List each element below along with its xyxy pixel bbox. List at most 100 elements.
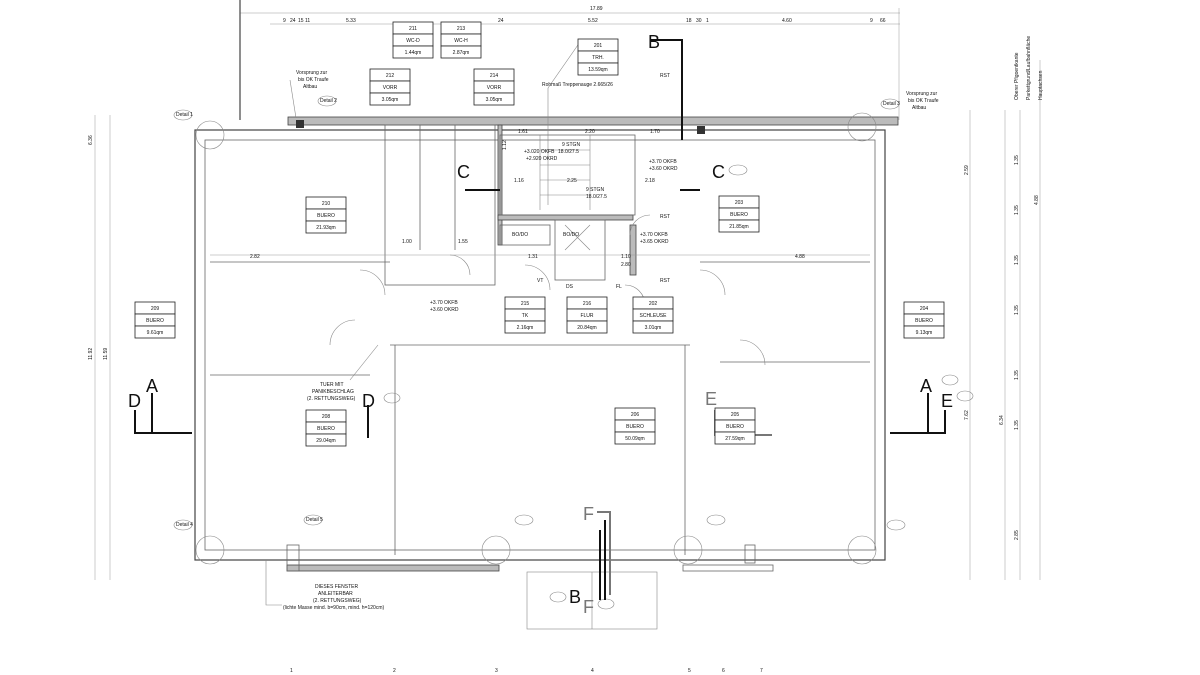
room-name: VORR bbox=[383, 85, 398, 91]
room-num: 204 bbox=[920, 306, 929, 312]
svg-text:Oberer Pfigoentkante: Oberer Pfigoentkante bbox=[1014, 52, 1020, 100]
svg-text:PANIKBESCHLAG: PANIKBESCHLAG bbox=[312, 389, 354, 395]
room-name: WC-H bbox=[454, 38, 468, 44]
svg-text:2.18: 2.18 bbox=[645, 178, 655, 184]
svg-text:1.61: 1.61 bbox=[518, 129, 528, 135]
svg-text:+3.70 OKFB: +3.70 OKFB bbox=[649, 159, 677, 165]
svg-text:+3.020 OKFB: +3.020 OKFB bbox=[524, 149, 555, 155]
room-area: 3.05qm bbox=[486, 97, 503, 103]
svg-text:18.0/27.5: 18.0/27.5 bbox=[586, 194, 607, 200]
section-letter-f-top: F bbox=[583, 504, 594, 524]
room-area: 27.59qm bbox=[725, 436, 744, 442]
svg-text:Detail 1: Detail 1 bbox=[176, 112, 193, 118]
room-name: BUERO bbox=[626, 424, 644, 430]
room-stamps: 211WC-D1.44qm213WC-H2.87qm201TRH.13.59qm… bbox=[134, 21, 945, 447]
svg-text:+3.60 OKRD: +3.60 OKRD bbox=[430, 307, 459, 313]
room-num: 201 bbox=[594, 43, 603, 49]
room-area: 2.16qm bbox=[517, 325, 534, 331]
room-name: SCHLEUSE bbox=[640, 313, 668, 319]
right-dimension-chain: Oberer Pfigoentkante Parkettgrund/Laufba… bbox=[964, 36, 1044, 580]
room-area: 3.01qm bbox=[645, 325, 662, 331]
section-letter-c-left: C bbox=[457, 162, 470, 182]
svg-text:+3.65 OKRD: +3.65 OKRD bbox=[640, 239, 669, 245]
svg-text:Vorsprung zur: Vorsprung zur bbox=[906, 91, 937, 97]
svg-text:2: 2 bbox=[393, 668, 396, 674]
room-area: 21.85qm bbox=[729, 224, 748, 230]
svg-text:Parkettgrund/Laufbahnfläche: Parkettgrund/Laufbahnfläche bbox=[1026, 36, 1032, 100]
columns bbox=[195, 112, 877, 565]
room-num: 216 bbox=[583, 301, 592, 307]
room-num: 212 bbox=[386, 73, 395, 79]
room-name: BUERO bbox=[915, 318, 933, 324]
svg-text:11.59: 11.59 bbox=[103, 348, 109, 360]
room-name: BUERO bbox=[726, 424, 744, 430]
annotations: Vorsprung zur bis OK Traufe Altbau Vorsp… bbox=[265, 41, 939, 611]
room-name: BUERO bbox=[146, 318, 164, 324]
svg-text:9: 9 bbox=[283, 18, 286, 24]
room-num: 206 bbox=[631, 412, 640, 418]
svg-text:4: 4 bbox=[591, 668, 594, 674]
svg-text:Vorsprung zur: Vorsprung zur bbox=[296, 70, 327, 76]
left-dimension-chain: 6.36 11.92 11.59 bbox=[88, 115, 111, 580]
outer-walls bbox=[194, 0, 899, 561]
room-area: 9.61qm bbox=[147, 330, 164, 336]
room-area: 9.13qm bbox=[916, 330, 933, 336]
room-num: 215 bbox=[521, 301, 530, 307]
svg-text:4.60: 4.60 bbox=[782, 18, 792, 24]
svg-text:Altbau: Altbau bbox=[912, 105, 926, 111]
room-name: WC-D bbox=[406, 38, 420, 44]
room-num: 209 bbox=[151, 306, 160, 312]
svg-text:11: 11 bbox=[305, 18, 310, 24]
svg-text:bis OK Traufe: bis OK Traufe bbox=[908, 98, 939, 104]
room-name: FLUR bbox=[580, 313, 593, 319]
svg-text:1.35: 1.35 bbox=[1014, 205, 1020, 215]
svg-text:1.35: 1.35 bbox=[1014, 370, 1020, 380]
svg-text:4.88: 4.88 bbox=[795, 254, 805, 260]
room-num: 208 bbox=[322, 414, 331, 420]
svg-text:1.10: 1.10 bbox=[621, 254, 631, 260]
room-name: TRH. bbox=[592, 55, 604, 61]
svg-text:FL: FL bbox=[616, 284, 622, 290]
section-letter-a-right: A bbox=[920, 376, 932, 396]
room-area: 2.87qm bbox=[453, 50, 470, 56]
svg-text:RST: RST bbox=[660, 278, 670, 284]
svg-text:1.70: 1.70 bbox=[650, 129, 660, 135]
svg-text:VT: VT bbox=[537, 278, 543, 284]
svg-text:6.34: 6.34 bbox=[999, 415, 1005, 425]
svg-text:+2.920 OKRD: +2.920 OKRD bbox=[526, 156, 558, 162]
svg-text:1: 1 bbox=[706, 18, 709, 24]
svg-text:Hauptachsen: Hauptachsen bbox=[1038, 70, 1044, 100]
svg-text:5: 5 bbox=[688, 668, 691, 674]
top-dimension-chain: 17.89 9 24 15 11 5.33 24 5.52 18 30 1 4.… bbox=[239, 0, 900, 120]
room-num: 210 bbox=[322, 201, 331, 207]
svg-text:18: 18 bbox=[686, 18, 692, 24]
detail-markers: Detail 1 Detail 2 Detail 3 Detail 4 Deta… bbox=[173, 95, 974, 610]
svg-text:18.0/27.5: 18.0/27.5 bbox=[558, 149, 579, 155]
room-num: 202 bbox=[649, 301, 658, 307]
svg-text:9 STGN: 9 STGN bbox=[562, 142, 580, 148]
svg-text:1.55: 1.55 bbox=[458, 239, 468, 245]
svg-text:66: 66 bbox=[880, 18, 886, 24]
svg-text:24: 24 bbox=[498, 18, 504, 24]
svg-text:7.62: 7.62 bbox=[964, 410, 970, 420]
svg-text:Detail 4: Detail 4 bbox=[176, 522, 193, 528]
svg-text:BO/DO: BO/DO bbox=[512, 232, 528, 238]
section-letters: A D A E B B C C D E F F bbox=[128, 32, 953, 617]
room-num: 211 bbox=[409, 26, 417, 32]
window-recesses bbox=[286, 544, 774, 630]
room-name: TK bbox=[522, 313, 529, 319]
room-area: 50.09qm bbox=[625, 436, 644, 442]
svg-text:3: 3 bbox=[495, 668, 498, 674]
room-name: BUERO bbox=[317, 426, 335, 432]
svg-text:Altbau: Altbau bbox=[303, 84, 317, 90]
